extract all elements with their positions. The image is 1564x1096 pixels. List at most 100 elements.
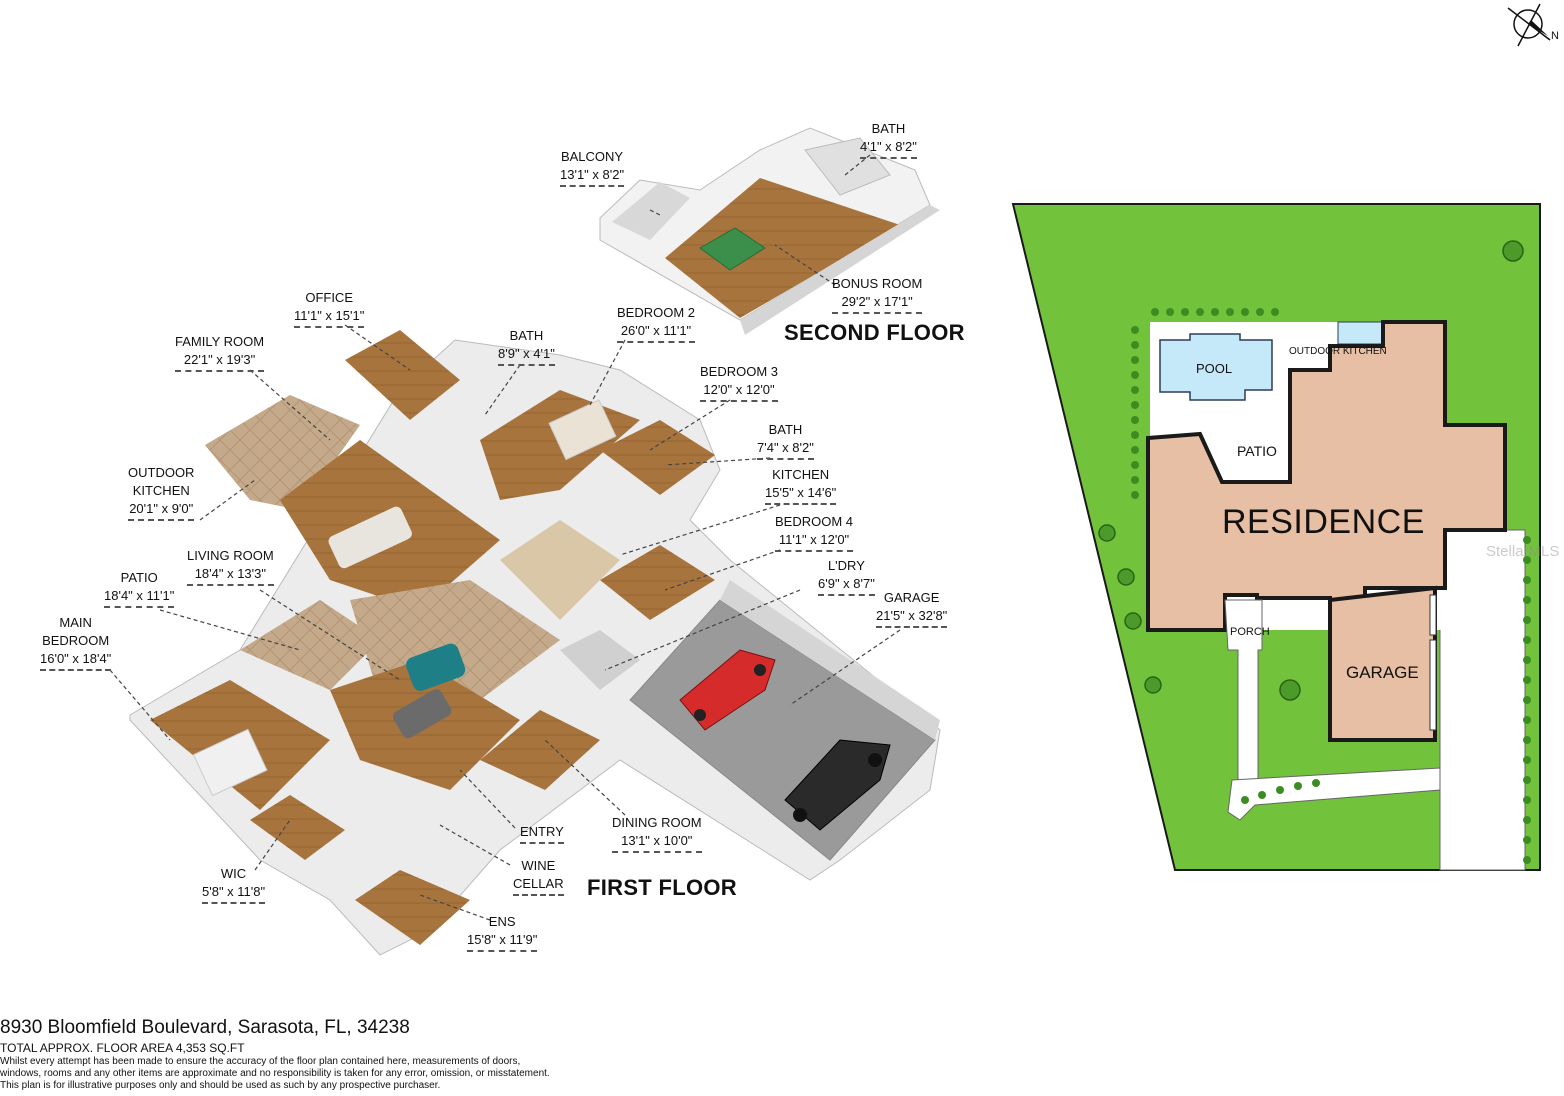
room-label-wine-cellar: WINE CELLAR <box>513 857 564 896</box>
dining-room-floor <box>480 710 600 790</box>
room-name: BALCONY <box>560 149 624 164</box>
office-floor <box>345 330 460 420</box>
room-dimensions: 22'1" x 19'3" <box>175 351 265 372</box>
bed-2 <box>548 399 617 461</box>
room-name: L'DRY <box>827 558 865 573</box>
room-name: ENTRY <box>520 823 564 844</box>
main-bed <box>192 728 268 797</box>
room-name: BEDROOM 2 <box>617 305 696 320</box>
room-label-upper-bath: BATH 4'1" x 8'2" <box>860 120 917 159</box>
upper-bath-floor <box>804 137 891 196</box>
black-car <box>784 739 891 831</box>
watermark: StellarMLS <box>1486 543 1560 560</box>
room-dimensions: 13'1" x 10'0" <box>612 832 702 853</box>
outdoor-kitchen-counter <box>1337 321 1384 345</box>
room-name: MAIN <box>59 615 92 630</box>
room-name: BONUS ROOM <box>832 276 923 291</box>
pool-shape <box>1159 333 1273 401</box>
room-dimensions: 29'2" x 17'1" <box>832 293 923 314</box>
room-dimensions: 12'0" x 12'0" <box>700 381 779 402</box>
teal-sofa <box>406 643 466 691</box>
site-label-patio: PATIO <box>1237 443 1277 459</box>
room-name: ENS <box>488 914 516 929</box>
room-dimensions: 8'9" x 4'1" <box>498 345 555 366</box>
room-name: OFFICE <box>305 290 353 305</box>
room-label-kitchen: KITCHEN 15'5" x 14'6" <box>765 466 837 505</box>
room-label-balcony: BALCONY 13'1" x 8'2" <box>560 148 625 187</box>
room-dimensions: 15'8" x 11'9" <box>467 931 538 952</box>
room-name: DINING ROOM <box>612 815 702 830</box>
site-trees <box>1098 240 1524 701</box>
first-floor-title: FIRST FLOOR <box>587 875 737 900</box>
kitchen-floor <box>500 520 620 620</box>
room-name: BATH <box>871 121 906 136</box>
room-name: KITCHEN <box>772 467 830 482</box>
room-dimensions: 16'0" x 18'4" <box>40 650 112 671</box>
wic-floor <box>250 795 345 860</box>
room-name: BEDROOM 3 <box>700 364 779 379</box>
room-label-bath-1: BATH 8'9" x 4'1" <box>498 327 555 366</box>
room-name-line-2: CELLAR <box>513 875 564 896</box>
site-label-pool: POOL <box>1196 361 1233 376</box>
room-label-dining-room: DINING ROOM 13'1" x 10'0" <box>612 814 702 853</box>
second-floor-title: SECOND FLOOR <box>784 320 965 345</box>
white-sofa <box>328 506 412 569</box>
site-label-residence: RESIDENCE <box>1222 503 1425 541</box>
room-name-line-2: KITCHEN <box>132 483 190 498</box>
outdoor-kitchen-floor <box>205 395 360 510</box>
bonus-room-floor <box>665 178 900 318</box>
site-hedges <box>1131 308 1531 864</box>
leader-lines <box>109 154 901 921</box>
room-label-ens: ENS 15'8" x 11'9" <box>467 913 538 952</box>
room-label-office: OFFICE 11'1" x 15'1" <box>294 289 365 328</box>
room-dimensions: 11'1" x 15'1" <box>294 307 365 328</box>
room-label-outdoor-kitchen: OUTDOOR KITCHEN 20'1" x 9'0" <box>128 464 195 521</box>
laundry-floor <box>560 630 640 690</box>
room-label-bedroom-3: BEDROOM 3 12'0" x 12'0" <box>700 363 779 402</box>
site-label-porch: PORCH <box>1230 626 1270 638</box>
bedroom3-floor <box>600 420 715 495</box>
residence-shape <box>1146 320 1507 632</box>
compass-icon <box>1507 3 1551 47</box>
room-label-bonus-room: BONUS ROOM 29'2" x 17'1" <box>832 275 923 314</box>
room-dimensions: 11'1" x 12'0" <box>775 531 854 552</box>
second-floor-model <box>599 127 940 335</box>
room-dimensions: 5'8" x 11'8" <box>202 883 266 904</box>
site-plan <box>1011 203 1541 871</box>
room-label-family-room: FAMILY ROOM 22'1" x 19'3" <box>175 333 265 372</box>
total-floor-area: TOTAL APPROX. FLOOR AREA 4,353 SQ.FT <box>0 1041 245 1055</box>
room-label-bedroom-4: BEDROOM 4 11'1" x 12'0" <box>775 513 854 552</box>
room-name: GARAGE <box>883 590 940 605</box>
room-name: OUTDOOR <box>128 465 195 480</box>
patio-floor <box>240 600 380 690</box>
room-name: LIVING ROOM <box>187 548 274 563</box>
front-walkway <box>1227 767 1441 821</box>
room-dimensions: 21'5" x 32'8" <box>876 607 948 628</box>
room-label-laundry: L'DRY 6'9" x 8'7" <box>818 557 875 596</box>
property-address: 8930 Bloomfield Boulevard, Sarasota, FL,… <box>0 1017 410 1038</box>
red-car <box>679 649 776 731</box>
room-name: WIC <box>220 866 247 881</box>
room-dimensions: 26'0" x 11'1" <box>617 322 696 343</box>
disclaimer-line-1: Whilst every attempt has been made to en… <box>0 1056 521 1067</box>
bedroom4-floor <box>600 545 715 620</box>
room-label-entry: ENTRY <box>520 823 564 844</box>
room-name: BATH <box>768 422 803 437</box>
room-dimensions: 6'9" x 8'7" <box>818 575 875 596</box>
room-name: WINE <box>521 858 556 873</box>
room-name: FAMILY ROOM <box>175 334 265 349</box>
room-dimensions: 20'1" x 9'0" <box>128 500 195 521</box>
room-name-line-2: BEDROOM <box>42 633 110 648</box>
first-floor-model <box>129 330 941 956</box>
room-label-bath-2: BATH 7'4" x 8'2" <box>757 421 814 460</box>
room-dimensions: 18'4" x 13'3" <box>187 565 274 586</box>
site-label-garage: GARAGE <box>1346 663 1419 682</box>
ens-floor <box>355 870 470 945</box>
room-label-main-bedroom: MAIN BEDROOM 16'0" x 18'4" <box>40 614 112 671</box>
site-label-outdoor-kitchen: OUTDOOR KITCHEN <box>1289 346 1387 357</box>
garage-shape <box>1328 585 1437 742</box>
room-dimensions: 18'4" x 11'1" <box>104 587 175 608</box>
room-name: BATH <box>509 328 544 343</box>
room-label-patio: PATIO 18'4" x 11'1" <box>104 569 175 608</box>
